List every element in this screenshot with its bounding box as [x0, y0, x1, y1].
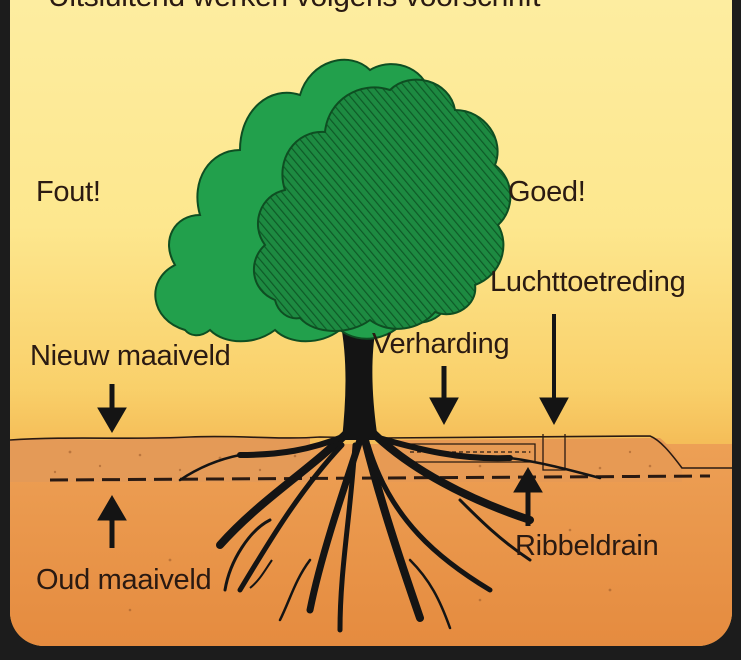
label-fout: Fout! — [36, 176, 101, 209]
label-nieuw-maaiveld: Nieuw maaiveld — [30, 340, 231, 373]
header-text: Uitsluitend werken volgens voorschrift — [48, 0, 540, 14]
label-luchttoetreding: Luchttoetreding — [490, 266, 685, 299]
label-oud-maaiveld: Oud maaiveld — [36, 564, 211, 597]
label-ribbeldrain: Ribbeldrain — [515, 530, 658, 563]
new-ground-fill — [10, 437, 310, 482]
label-verharding: Verharding — [372, 328, 509, 361]
label-goed: Goed! — [508, 176, 586, 209]
diagram-panel: Uitsluitend werken volgens voorschrift F… — [10, 0, 732, 646]
